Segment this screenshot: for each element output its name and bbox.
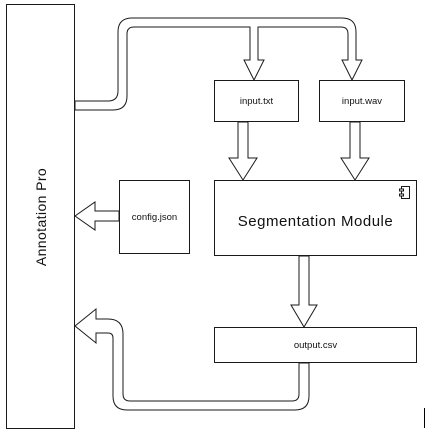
arrow-input-txt-to-module	[228, 121, 258, 181]
annotation-pro-label: Annotation Pro	[32, 167, 49, 266]
output-csv-node: output.csv	[214, 327, 417, 363]
output-csv-label: output.csv	[293, 339, 338, 351]
component-icon	[399, 186, 410, 199]
arrow-module-to-output	[290, 255, 318, 328]
segmentation-module-node: Segmentation Module	[214, 180, 417, 256]
input-wav-node: input.wav	[319, 80, 405, 122]
text-cursor	[424, 408, 425, 428]
annotation-pro-actor: Annotation Pro	[6, 4, 75, 429]
arrow-output-to-annotation	[74, 307, 310, 411]
input-txt-node: input.txt	[214, 80, 299, 122]
input-txt-label: input.txt	[239, 95, 274, 107]
arrow-annotation-to-inputs	[74, 17, 363, 111]
config-json-label: config.json	[131, 211, 178, 223]
input-wav-label: input.wav	[341, 95, 383, 107]
arrow-config-to-annotation	[74, 201, 120, 231]
arrow-input-wav-to-module	[340, 121, 370, 181]
config-json-node: config.json	[119, 180, 190, 254]
segmentation-module-label: Segmentation Module	[237, 212, 394, 230]
